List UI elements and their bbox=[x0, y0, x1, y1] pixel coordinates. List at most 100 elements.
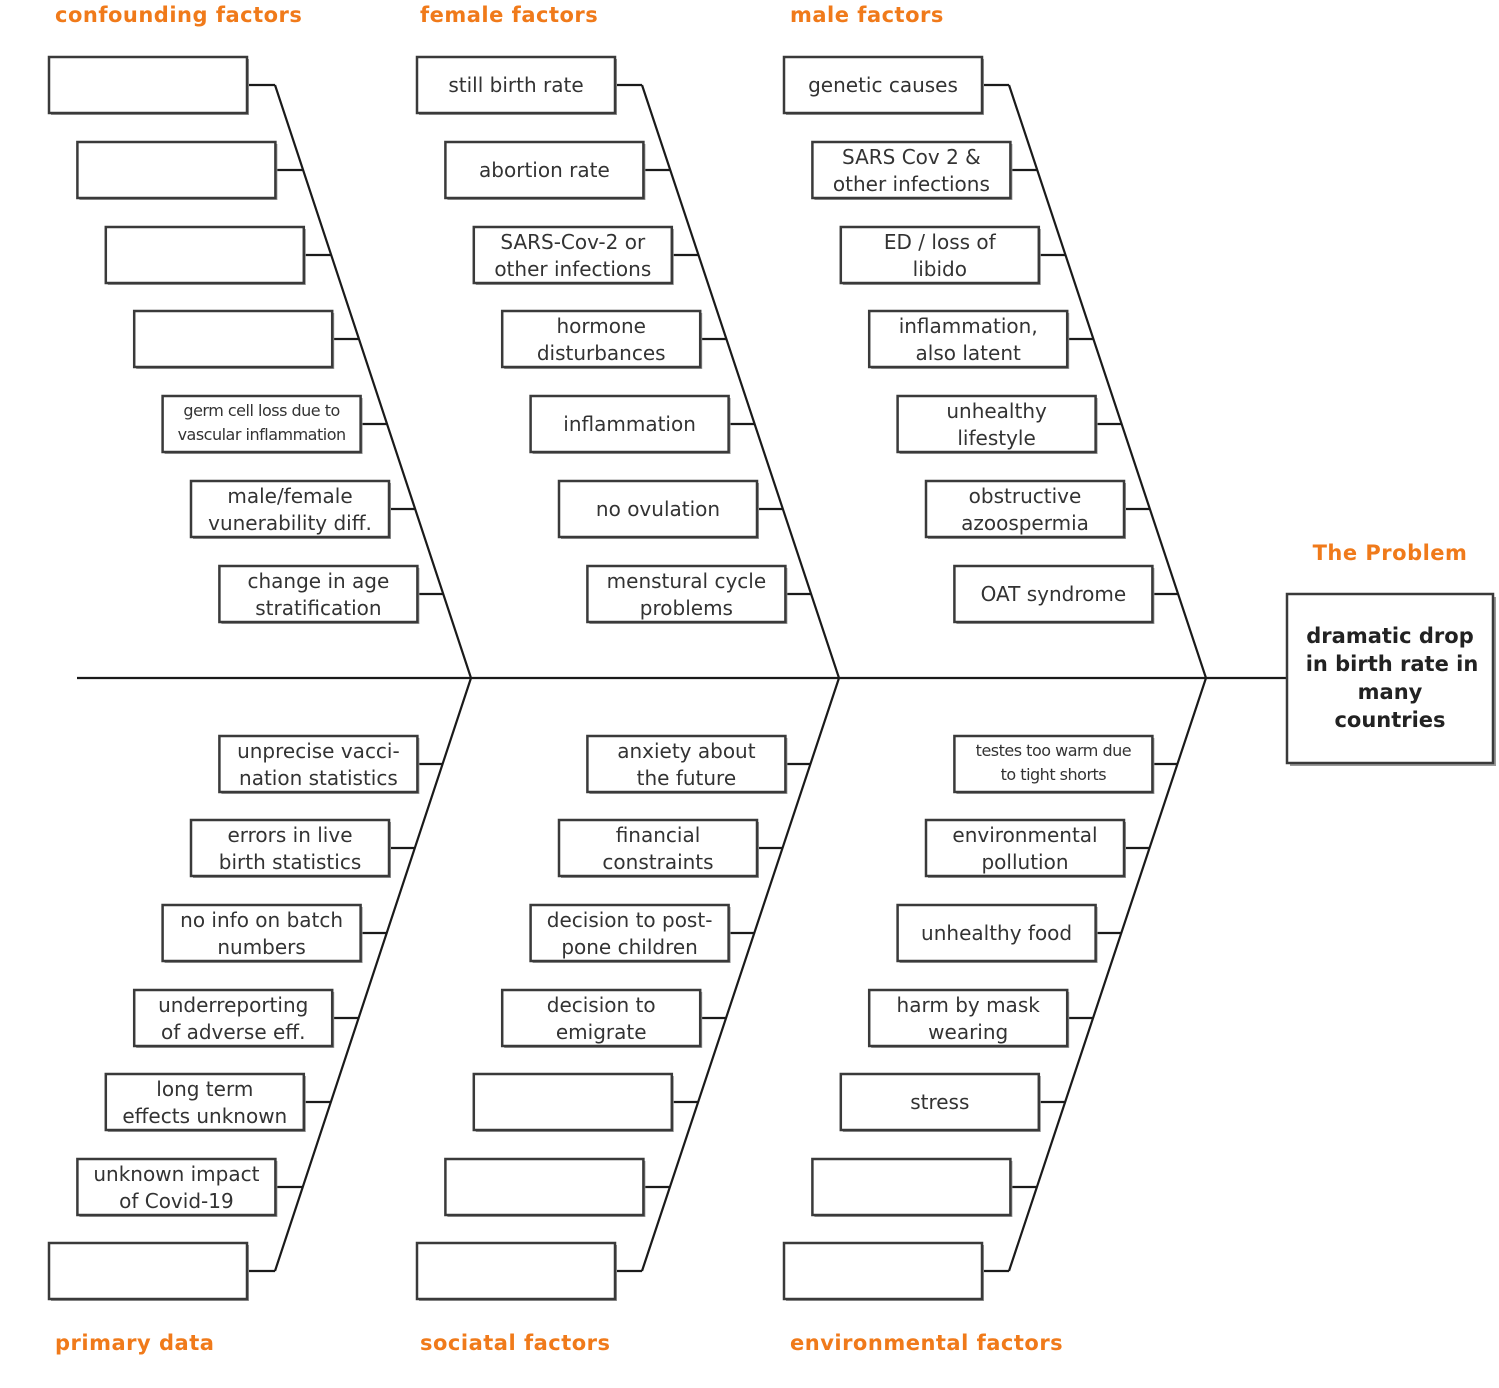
cause-label: abortion rate bbox=[479, 158, 610, 182]
cause-box-societal-6 bbox=[415, 1241, 617, 1301]
cause-box-frame bbox=[132, 988, 334, 1048]
cause-label: no info on batch bbox=[180, 908, 343, 932]
cause-box-environmental-3: harm by mask wearing bbox=[867, 988, 1070, 1048]
cause-label: harm by mask bbox=[897, 993, 1041, 1017]
cause-box-environmental-2: unhealthy food bbox=[896, 903, 1098, 963]
cause-label: wearing bbox=[928, 1020, 1008, 1044]
cause-box-frame bbox=[444, 140, 645, 200]
cause-box-frame bbox=[839, 1072, 1041, 1132]
cause-box-frame bbox=[896, 903, 1097, 963]
title-male-factors: male factors bbox=[790, 3, 944, 27]
cause-box-female-3: hormone disturbances bbox=[500, 309, 703, 369]
cause-box-frame bbox=[161, 903, 362, 963]
cause-box-male-1: SARS Cov 2 &other infections bbox=[811, 140, 1013, 200]
cause-box-frame bbox=[953, 564, 1154, 624]
bone-primary bbox=[273, 677, 473, 1272]
title-primary-data: primary data bbox=[55, 1331, 214, 1355]
cause-label: of Covid-19 bbox=[119, 1189, 234, 1213]
cause-label: obstructive bbox=[969, 484, 1082, 508]
title-female-factors: female factors bbox=[420, 3, 598, 27]
problem-line-3: many bbox=[1358, 680, 1423, 704]
cause-box-societal-2: decision to post-pone children bbox=[529, 903, 731, 963]
cause-box-frame bbox=[782, 55, 984, 115]
problem-line-2: in birth rate in bbox=[1306, 652, 1479, 676]
title-societal-factors: sociatal factors bbox=[420, 1331, 611, 1355]
cause-box-frame bbox=[132, 309, 334, 369]
bone-female bbox=[640, 84, 841, 679]
cause-label: OAT syndrome bbox=[981, 582, 1127, 606]
cause-label: constraints bbox=[602, 850, 713, 874]
cause-label: to tight shorts bbox=[1001, 765, 1107, 784]
cause-box-confounding-0 bbox=[47, 55, 249, 115]
cause-box-frame bbox=[415, 55, 617, 115]
cause-box-frame bbox=[924, 479, 1126, 539]
cause-label: numbers bbox=[217, 935, 305, 959]
cause-box-female-1: abortion rate bbox=[444, 140, 646, 200]
cause-box-frame bbox=[782, 1241, 984, 1301]
problem-box bbox=[1285, 592, 1495, 765]
cause-box-primary-0: unprecise vacci-nation statistics bbox=[218, 734, 420, 794]
cause-label: the future bbox=[637, 766, 737, 790]
cause-label: inflammation, bbox=[899, 314, 1038, 338]
cause-box-frame bbox=[104, 1072, 306, 1132]
cause-label: other infections bbox=[494, 257, 651, 281]
cause-label: disturbances bbox=[537, 341, 666, 365]
cause-label: testes too warm due bbox=[976, 741, 1131, 760]
cause-box-societal-5 bbox=[444, 1157, 646, 1217]
cause-label: birth statistics bbox=[219, 850, 362, 874]
cause-box-female-5: no ovulation bbox=[557, 479, 759, 539]
cause-box-frame bbox=[189, 818, 391, 878]
cause-box-frame bbox=[218, 564, 419, 624]
cause-label: vunerability diff. bbox=[208, 511, 372, 535]
cause-box-frame bbox=[500, 988, 702, 1048]
cause-box-confounding-1 bbox=[76, 140, 278, 200]
title-environmental-factors: environmental factors bbox=[790, 1331, 1063, 1355]
bone-environmental bbox=[1007, 677, 1208, 1272]
cause-box-male-6: OAT syndrome bbox=[953, 564, 1155, 624]
cause-label: stress bbox=[910, 1090, 969, 1114]
cause-label: ED / loss of bbox=[884, 230, 997, 254]
cause-label: still birth rate bbox=[448, 73, 583, 97]
bone-societal bbox=[640, 677, 841, 1272]
cause-label: change in age bbox=[247, 569, 389, 593]
cause-box-frame bbox=[924, 818, 1126, 878]
cause-label: inflammation bbox=[563, 412, 696, 436]
cause-box-confounding-2 bbox=[104, 225, 306, 285]
cause-box-frame bbox=[500, 309, 702, 369]
cause-label: nation statistics bbox=[239, 766, 398, 790]
cause-box-frame bbox=[557, 818, 759, 878]
cause-box-frame bbox=[218, 734, 419, 794]
cause-label: vascular inflammation bbox=[178, 425, 346, 444]
cause-label: male/female bbox=[227, 484, 352, 508]
cause-box-frame bbox=[472, 225, 674, 285]
cause-label: lifestyle bbox=[957, 426, 1035, 450]
cause-label: anxiety about bbox=[617, 739, 756, 763]
cause-box-frame bbox=[76, 140, 277, 200]
cause-box-frame bbox=[76, 1157, 277, 1217]
cause-label: no ovulation bbox=[596, 497, 720, 521]
cause-label: unprecise vacci- bbox=[237, 739, 400, 763]
cause-box-societal-0: anxiety about the future bbox=[586, 734, 788, 794]
cause-box-primary-6 bbox=[47, 1241, 249, 1301]
cause-box-frame bbox=[472, 1072, 674, 1132]
cause-label: germ cell loss due to bbox=[183, 401, 339, 420]
title-confounding-factors: confounding factors bbox=[55, 3, 302, 27]
cause-box-primary-2: no info on batch numbers bbox=[161, 903, 363, 963]
cause-box-frame bbox=[557, 479, 759, 539]
cause-label: decision to bbox=[547, 993, 656, 1017]
cause-box-frame bbox=[47, 55, 249, 115]
cause-label: hormone bbox=[556, 314, 645, 338]
cause-label: also latent bbox=[916, 341, 1021, 365]
cause-box-confounding-4: germ cell loss due to vascular inflammati… bbox=[161, 394, 363, 454]
cause-box-frame bbox=[867, 309, 1069, 369]
cause-label: emigrate bbox=[556, 1020, 647, 1044]
cause-box-frame bbox=[104, 225, 306, 285]
cause-box-environmental-5 bbox=[811, 1157, 1013, 1217]
cause-box-female-0: still birth rate bbox=[415, 55, 617, 115]
